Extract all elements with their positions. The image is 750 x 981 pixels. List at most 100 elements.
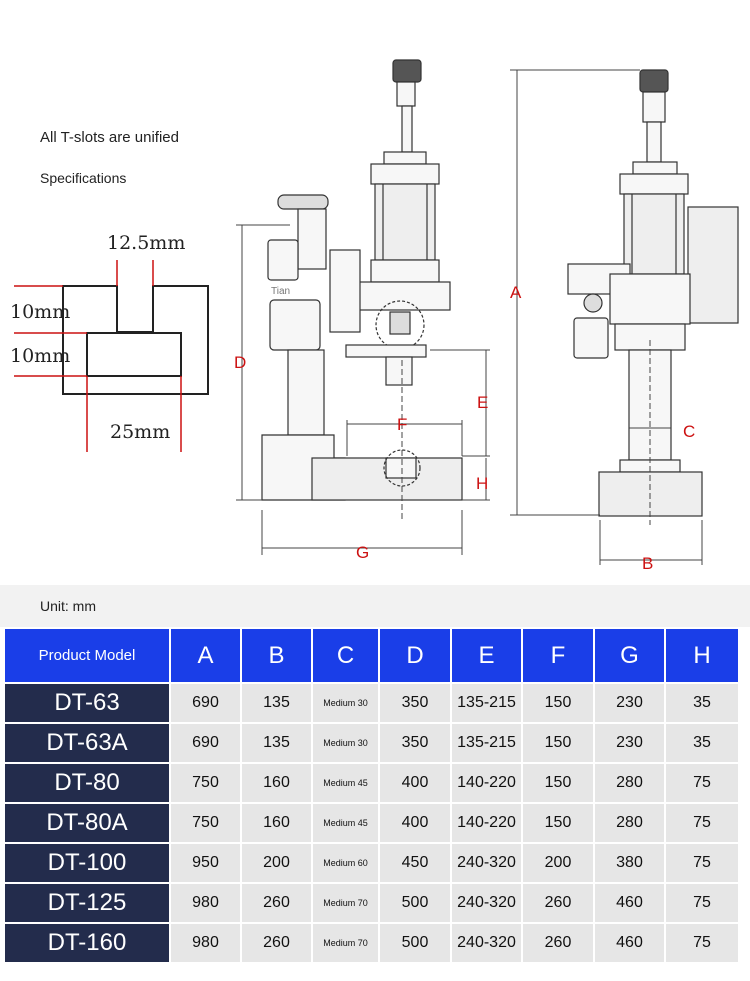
- table-cell: 260: [242, 924, 311, 962]
- product-model-cell: DT-125: [5, 884, 169, 922]
- table-cell: 260: [523, 884, 593, 922]
- table-cell: 240-320: [452, 844, 521, 882]
- dim-label-a: A: [510, 283, 522, 302]
- technical-drawing: 12.5mm 10mm 10mm 25mm Tian: [10, 59, 739, 573]
- header-h: H: [666, 629, 738, 682]
- header-product-model: Product Model: [5, 629, 169, 682]
- table-cell: 35: [666, 724, 738, 762]
- table-cell: 380: [595, 844, 664, 882]
- tslot-height-bottom-label: 10mm: [10, 345, 70, 367]
- table-cell: 750: [171, 764, 240, 802]
- product-model-cell: DT-100: [5, 844, 169, 882]
- dim-label-e: E: [477, 393, 488, 412]
- table-cell: Medium 70: [313, 924, 378, 962]
- table-cell: 350: [380, 724, 450, 762]
- dim-label-h: H: [476, 474, 488, 493]
- table-cell: 280: [595, 804, 664, 842]
- table-cell: 450: [380, 844, 450, 882]
- table-cell: 150: [523, 764, 593, 802]
- table-cell: Medium 45: [313, 764, 378, 802]
- table-cell: 160: [242, 764, 311, 802]
- table-cell: 135: [242, 724, 311, 762]
- table-cell: 35: [666, 684, 738, 722]
- tslot-height-top-label: 10mm: [10, 301, 70, 323]
- table-cell: 980: [171, 884, 240, 922]
- table-cell: 500: [380, 884, 450, 922]
- product-model-cell: DT-80A: [5, 804, 169, 842]
- side-dimensions: [510, 69, 703, 565]
- table-cell: Medium 30: [313, 724, 378, 762]
- table-cell: Medium 70: [313, 884, 378, 922]
- table-cell: 350: [380, 684, 450, 722]
- table-cell: 400: [380, 804, 450, 842]
- header-a: A: [171, 629, 240, 682]
- tslot-diagram: 12.5mm 10mm 10mm 25mm: [10, 232, 209, 452]
- table-cell: Medium 60: [313, 844, 378, 882]
- product-model-cell: DT-80: [5, 764, 169, 802]
- table-cell: 260: [523, 924, 593, 962]
- header-d: D: [380, 629, 450, 682]
- table-cell: 950: [171, 844, 240, 882]
- spec-header-row: Product Model A B C D E F G H: [5, 629, 738, 682]
- table-cell: 75: [666, 844, 738, 882]
- tslot-width-bottom-label: 25mm: [110, 421, 170, 443]
- table-cell: 980: [171, 924, 240, 962]
- table-cell: 460: [595, 884, 664, 922]
- table-cell: Medium 45: [313, 804, 378, 842]
- table-cell: 75: [666, 884, 738, 922]
- side-view: [567, 69, 739, 517]
- table-cell: 690: [171, 684, 240, 722]
- table-cell: 75: [666, 764, 738, 802]
- table-cell: 135-215: [452, 724, 521, 762]
- table-cell: 200: [523, 844, 593, 882]
- table-cell: 230: [595, 724, 664, 762]
- table-cell: Medium 30: [313, 684, 378, 722]
- header-g: G: [595, 629, 664, 682]
- table-cell: 75: [666, 924, 738, 962]
- product-model-cell: DT-63: [5, 684, 169, 722]
- unit-label: Unit: mm: [40, 598, 96, 614]
- table-cell: 500: [380, 924, 450, 962]
- table-cell: 140-220: [452, 764, 521, 802]
- table-cell: 135-215: [452, 684, 521, 722]
- header-e: E: [452, 629, 521, 682]
- table-cell: 240-320: [452, 884, 521, 922]
- dim-label-d: D: [234, 353, 246, 372]
- front-view: Tian: [261, 59, 463, 501]
- header-b: B: [242, 629, 311, 682]
- table-cell: 135: [242, 684, 311, 722]
- dim-label-c: C: [683, 422, 695, 441]
- unit-band: [0, 585, 750, 627]
- table-cell: 150: [523, 724, 593, 762]
- table-cell: 460: [595, 924, 664, 962]
- tslot-note: All T-slots are unified: [40, 129, 179, 146]
- table-cell: 240-320: [452, 924, 521, 962]
- table-cell: 75: [666, 804, 738, 842]
- table-cell: 200: [242, 844, 311, 882]
- dim-label-g: G: [356, 543, 369, 562]
- product-model-cell: DT-63A: [5, 724, 169, 762]
- front-dimensions: [236, 224, 490, 555]
- table-cell: 160: [242, 804, 311, 842]
- dim-label-f: F: [397, 415, 407, 434]
- table-cell: 260: [242, 884, 311, 922]
- specifications-note: Specifications: [40, 170, 127, 186]
- header-f: F: [523, 629, 593, 682]
- table-cell: 230: [595, 684, 664, 722]
- table-cell: 400: [380, 764, 450, 802]
- table-cell: 280: [595, 764, 664, 802]
- dim-label-b: B: [642, 554, 653, 573]
- machine-label: Tian: [271, 286, 290, 297]
- header-c: C: [313, 629, 378, 682]
- table-cell: 150: [523, 684, 593, 722]
- table-cell: 140-220: [452, 804, 521, 842]
- table-cell: 690: [171, 724, 240, 762]
